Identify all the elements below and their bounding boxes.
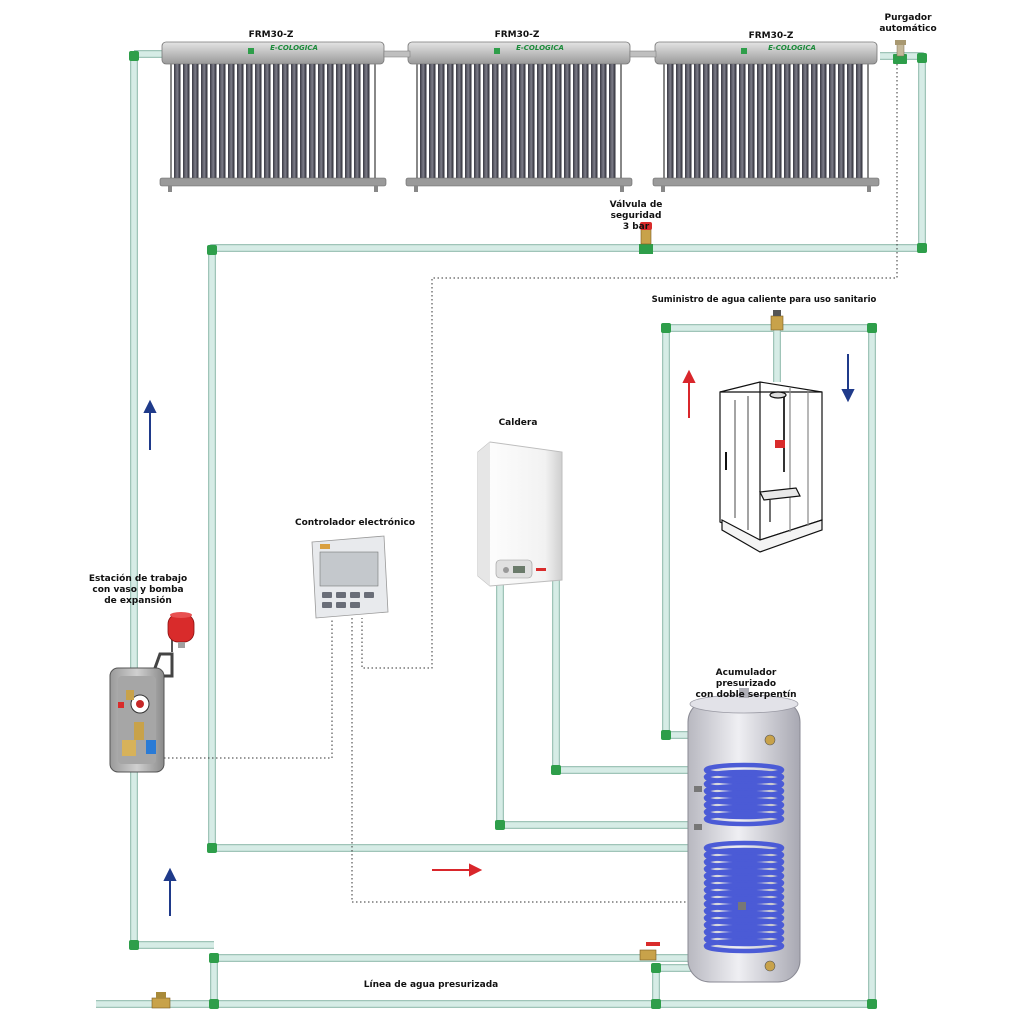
pipe-network	[96, 50, 927, 1009]
storage-tank-icon	[687, 688, 801, 983]
coil-turn	[703, 924, 785, 940]
coil-turn	[703, 931, 785, 947]
coil-turn	[703, 776, 785, 792]
collector-2-label: FRM30-Z	[494, 30, 540, 40]
pipe-fitting	[661, 323, 671, 333]
solar-collector-1	[159, 41, 387, 192]
air-vent-label: Purgador automático	[879, 13, 937, 34]
pipe-fitting	[207, 843, 217, 853]
collector-3-label: FRM30-Z	[748, 31, 794, 41]
coil-turn	[703, 769, 785, 785]
shower-cabin-icon	[719, 381, 823, 553]
coil-turn	[703, 882, 785, 898]
pipe-dhw-outlet	[656, 324, 876, 1008]
boiler-label: Caldera	[498, 418, 538, 428]
coil-turn	[703, 811, 785, 827]
coil-turn	[703, 840, 785, 856]
pipe-solar-loop-return	[130, 60, 214, 949]
pipe-fitting	[867, 323, 877, 333]
coil-turn	[703, 847, 785, 863]
pipe-fitting	[867, 999, 877, 1009]
flow-arrow-up-left	[143, 399, 157, 450]
air-vent-icon	[893, 40, 907, 64]
tank-label: Acumulador presurizado con doble serpent…	[695, 668, 797, 700]
coil-turn	[703, 804, 785, 820]
safety-valve-label: Válvula de seguridad 3 bar	[609, 200, 663, 232]
controller-label: Controlador electrónico	[294, 518, 416, 528]
coil-turn	[703, 790, 785, 806]
flow-arrow-up-hot	[682, 369, 696, 418]
pump-station-icon	[109, 652, 174, 773]
controller-icon	[311, 535, 389, 619]
coil-turn	[703, 938, 785, 954]
coil-turn	[703, 861, 785, 877]
double-coil	[703, 762, 785, 954]
coil-turn	[703, 917, 785, 933]
coil-turn	[703, 910, 785, 926]
sensor-wires	[152, 60, 898, 903]
pipe-collector-outlet	[208, 52, 926, 852]
ball-valve-icon	[639, 942, 660, 961]
safety-valve-icon	[639, 222, 653, 254]
flow-arrow-up-bottom	[163, 867, 177, 916]
collector-1-brand: E-COLOGICA	[270, 44, 318, 52]
pump-station-label: Estación de trabajo con vaso y bomba de …	[88, 574, 188, 606]
coil-turn	[703, 797, 785, 813]
solar-collector-3	[652, 41, 880, 192]
collector-2-brand: E-COLOGICA	[516, 44, 564, 52]
collector-connector	[629, 50, 657, 58]
pressurized-line-label: Línea de agua presurizada	[363, 980, 499, 990]
pipe-fitting	[209, 953, 219, 963]
dhw-mixing-valve-icon	[770, 310, 784, 331]
coil-turn	[703, 762, 785, 778]
pipe-fitting	[917, 53, 927, 63]
solar-collector-2	[405, 41, 633, 192]
pipe-fitting	[209, 999, 219, 1009]
coil-turn	[703, 854, 785, 870]
coil-turn	[703, 875, 785, 891]
boiler-icon	[477, 441, 563, 587]
collector-1-label: FRM30-Z	[248, 30, 294, 40]
flow-arrows	[143, 354, 855, 916]
expansion-vessel-icon	[167, 612, 195, 652]
pipe-fitting	[917, 243, 927, 253]
pipe-fitting	[651, 963, 661, 973]
flow-arrow-down-cold	[841, 354, 855, 403]
solar-collectors	[159, 41, 880, 192]
inlet-valve-icon	[151, 992, 171, 1009]
coil-turn	[703, 868, 785, 884]
collector-connector	[383, 50, 411, 58]
collector-3-brand: E-COLOGICA	[768, 44, 816, 52]
pipe-boiler-flow	[552, 578, 700, 774]
pipe-fitting	[129, 940, 139, 950]
pipe-fitting	[551, 765, 561, 775]
pipe-fitting	[651, 999, 661, 1009]
pipe-fitting	[661, 730, 671, 740]
flow-arrow-right-hot	[432, 863, 483, 877]
pipe-fitting	[495, 820, 505, 830]
pipe-fitting	[129, 51, 139, 61]
coil-turn	[703, 783, 785, 799]
dhw-supply-label: Suministro de agua caliente para uso san…	[651, 295, 877, 305]
pipe-fitting	[207, 245, 217, 255]
